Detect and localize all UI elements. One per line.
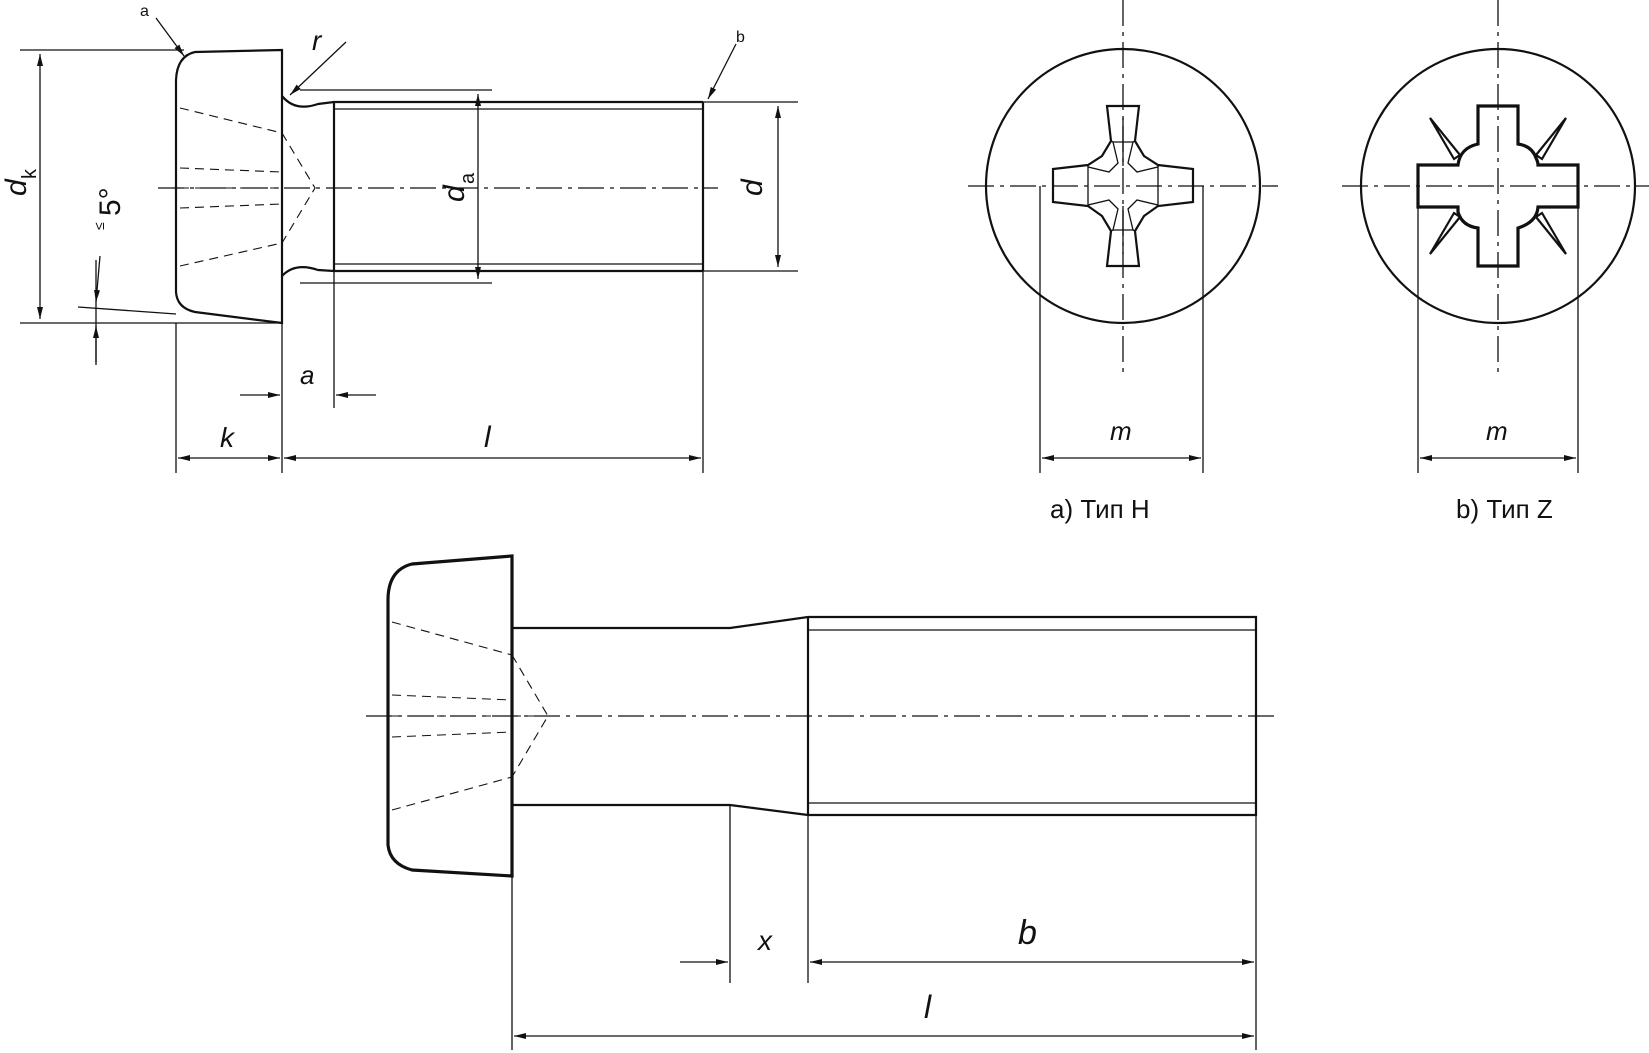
d-label: d (736, 178, 769, 196)
note-a-label: a (140, 3, 149, 20)
leader-a (155, 17, 185, 57)
recess-z-cross (1416, 104, 1580, 268)
radius-label: r (312, 25, 323, 56)
svg-text:5°: 5° (94, 187, 127, 216)
shank-top-edge (281, 95, 703, 108)
recess-h-cross-outer (1051, 104, 1195, 268)
svg-text:≤: ≤ (91, 222, 107, 230)
screw-side-view: a r b d k ≤ 5° d a d a k l (0, 3, 798, 473)
caption-type-z: b) Тип Z (1456, 494, 1553, 524)
leader-b (707, 43, 737, 100)
svg-text:d: d (0, 178, 33, 196)
leader-r (289, 41, 347, 96)
da-label: d a (438, 172, 479, 202)
recess-type-h-view: m а) Тип Н (968, 0, 1278, 524)
recess-z-spikes (1429, 117, 1567, 255)
screw-reduced-shank-view: x b l (366, 554, 1278, 1050)
dim-a-label: a (300, 360, 314, 390)
dim-x-label: x (756, 925, 773, 956)
svg-text:k: k (19, 168, 41, 179)
caption-type-h: а) Тип Н (1050, 494, 1150, 524)
dim-l2-label: l (924, 989, 932, 1025)
recess-type-z-view: m b) Тип Z (1342, 0, 1649, 524)
angle-label: ≤ 5° (91, 187, 127, 230)
dim-b-label: b (1018, 914, 1037, 952)
svg-text:a: a (457, 172, 479, 184)
note-b-label: b (736, 29, 745, 46)
shank-bottom-edge (281, 265, 703, 277)
recess-hidden-lines-2 (391, 621, 549, 811)
dk-label: d k (0, 168, 41, 196)
screw-head-outline (174, 48, 284, 325)
dim-k-label: k (220, 422, 236, 453)
recess-hidden-lines (179, 107, 316, 267)
dim-m-z-label: m (1486, 416, 1508, 446)
dim-m-h-label: m (1110, 416, 1132, 446)
dim-l-label: l (484, 421, 492, 454)
screw-head-outline-2 (386, 554, 514, 878)
svg-text:d: d (736, 178, 769, 196)
svg-text:d: d (438, 184, 471, 202)
